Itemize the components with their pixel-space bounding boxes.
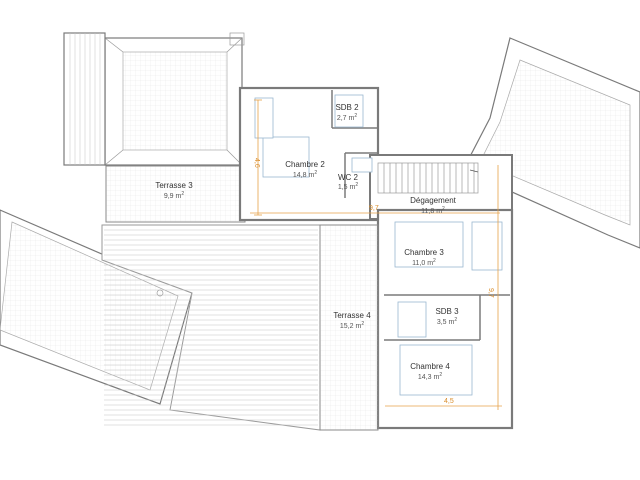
wardrobe-chambre-3 (471, 221, 503, 271)
svg-text:SDB 3: SDB 3 (435, 307, 459, 316)
staircase (377, 162, 479, 194)
room-label-chambre-2: Chambre 2 14,8 m2 (285, 160, 325, 179)
svg-text:Chambre 4: Chambre 4 (410, 362, 450, 371)
svg-text:11,0 m2: 11,0 m2 (412, 258, 436, 267)
toilet-wc-2 (351, 157, 373, 173)
svg-text:WC 2: WC 2 (338, 173, 359, 182)
room-label-terrasse-3: Terrasse 3 9,9 m2 (155, 181, 193, 200)
bed-chambre-3 (394, 221, 464, 268)
svg-text:14,8 m2: 14,8 m2 (293, 170, 317, 179)
svg-text:Terrasse 4: Terrasse 4 (333, 311, 371, 320)
terrasse-4-deck (101, 224, 321, 431)
svg-text:Terrasse 3: Terrasse 3 (155, 181, 193, 190)
svg-text:Chambre 2: Chambre 2 (285, 160, 325, 169)
room-label-wc-2: WC 2 1,5 m2 (338, 173, 359, 191)
room-label-chambre-3: Chambre 3 11,0 m2 (404, 248, 444, 267)
dimension-lines (250, 99, 502, 410)
roof-top-left (104, 32, 245, 166)
svg-text:15,2 m2: 15,2 m2 (340, 321, 364, 330)
balcony-deck-top-left (63, 32, 106, 166)
bed-chambre-4 (399, 344, 473, 396)
room-label-chambre-4: Chambre 4 14,3 m2 (410, 362, 450, 381)
svg-text:3,5 m2: 3,5 m2 (437, 317, 458, 326)
shower-sdb-2 (334, 94, 364, 128)
svg-text:2,7 m2: 2,7 m2 (337, 113, 358, 122)
terrasse-3-area (105, 165, 246, 223)
dimension-chambre-4-width: 4,5 (444, 398, 454, 405)
roof-right (462, 37, 640, 249)
svg-text:9,9 m2: 9,9 m2 (164, 191, 185, 200)
svg-text:Dégagement: Dégagement (410, 196, 457, 205)
room-label-degagement: Dégagement 11,8 m2 (410, 196, 457, 215)
dimension-level-width: 9,7 (369, 205, 379, 212)
room-label-sdb-2: SDB 2 2,7 m2 (335, 103, 359, 122)
svg-text:11,8 m2: 11,8 m2 (421, 206, 445, 215)
svg-text:Chambre 3: Chambre 3 (404, 248, 444, 257)
svg-text:14,3 m2: 14,3 m2 (418, 372, 442, 381)
room-label-sdb-3: SDB 3 3,5 m2 (435, 307, 459, 326)
svg-text:1,5 m2: 1,5 m2 (338, 182, 359, 191)
furniture (254, 94, 503, 396)
shower-sdb-3 (397, 301, 427, 338)
wardrobe-chambre-2 (254, 97, 274, 139)
bed-chambre-2 (262, 136, 310, 178)
room-label-terrasse-4: Terrasse 4 15,2 m2 (333, 311, 371, 330)
svg-text:SDB 2: SDB 2 (335, 103, 359, 112)
dimension-east-height: 9,7 (487, 288, 494, 298)
dimension-chambre-2-height: 4,6 (253, 158, 260, 168)
